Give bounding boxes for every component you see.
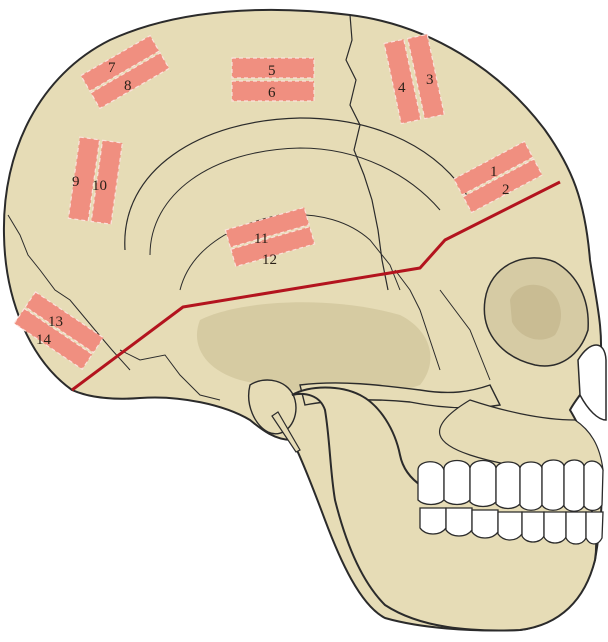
pad-label-8: 8: [124, 78, 132, 94]
pad-label-7: 7: [108, 60, 116, 76]
pad-label-13: 13: [48, 314, 63, 330]
pad-label-6: 6: [268, 85, 276, 101]
nasal-aperture: [578, 345, 606, 420]
pad-label-10: 10: [92, 178, 107, 194]
pad-label-5: 5: [268, 63, 276, 79]
pad-label-9: 9: [72, 174, 80, 190]
pad-label-11: 11: [254, 231, 268, 247]
pad-label-3: 3: [426, 72, 434, 88]
pad-label-1: 1: [490, 164, 498, 180]
pad-label-2: 2: [502, 182, 510, 198]
pad-label-12: 12: [262, 252, 277, 268]
pad-label-4: 4: [398, 80, 406, 96]
pad-label-14: 14: [36, 332, 52, 348]
